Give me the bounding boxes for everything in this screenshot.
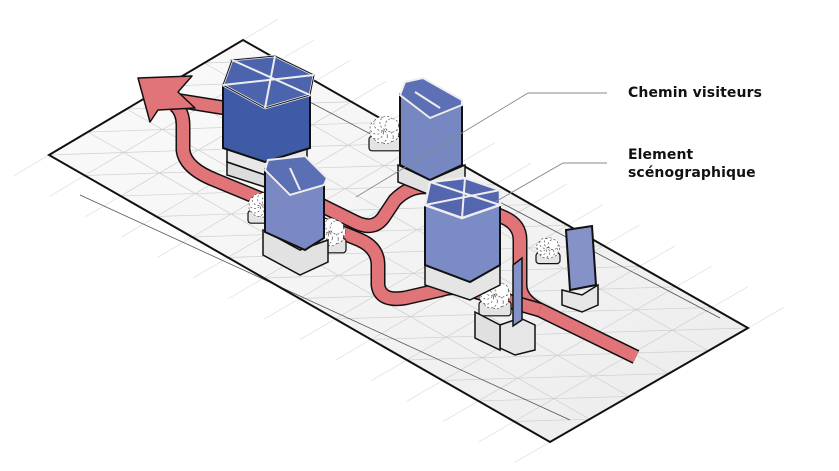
label-scenographic-element: Element scénographique	[628, 146, 788, 182]
grid-line	[632, 350, 709, 354]
grid-line	[442, 265, 640, 381]
inner-line-front	[79, 194, 571, 421]
tower-a	[221, 54, 316, 188]
grid-line	[87, 129, 163, 133]
grid-line	[299, 295, 375, 299]
panel-f	[561, 224, 599, 313]
grid-line	[517, 375, 594, 379]
path-arrow-icon	[137, 75, 196, 123]
panel-e	[474, 256, 536, 356]
grid-line	[596, 329, 673, 333]
grid-line	[478, 286, 677, 402]
grid-line	[192, 234, 268, 238]
grid-line	[492, 224, 568, 228]
tower-d	[423, 176, 502, 301]
grid-line	[410, 313, 486, 317]
grid-line	[120, 193, 196, 197]
label-element-line2: scénographique	[628, 165, 756, 181]
grid-line	[672, 327, 748, 331]
grid-line	[156, 213, 232, 217]
grid-line	[309, 165, 385, 169]
grid-line	[49, 152, 124, 156]
grid-line	[442, 377, 518, 381]
tower-c	[397, 76, 466, 196]
grid-line	[560, 309, 637, 313]
grid-line	[478, 398, 554, 402]
grid-line	[600, 286, 676, 290]
label-element-line1: Element	[628, 147, 694, 163]
leader-line-element	[494, 162, 607, 203]
leader-line-path	[355, 92, 607, 198]
tower-b	[262, 154, 329, 276]
grid-line	[406, 357, 483, 361]
shrub	[313, 217, 347, 254]
grid-line	[482, 354, 558, 359]
grid-line	[636, 307, 712, 311]
grid-line	[593, 373, 669, 377]
grid-line	[335, 316, 411, 320]
grid-line	[263, 275, 339, 279]
label-visitor-path: Chemin visiteurs	[628, 85, 763, 101]
grid-line	[514, 307, 713, 422]
shrub	[368, 115, 402, 152]
grid-line	[514, 418, 590, 422]
grid-line	[84, 172, 160, 176]
grid-line	[371, 336, 447, 340]
shrub	[535, 237, 561, 265]
grid-line	[553, 396, 630, 400]
